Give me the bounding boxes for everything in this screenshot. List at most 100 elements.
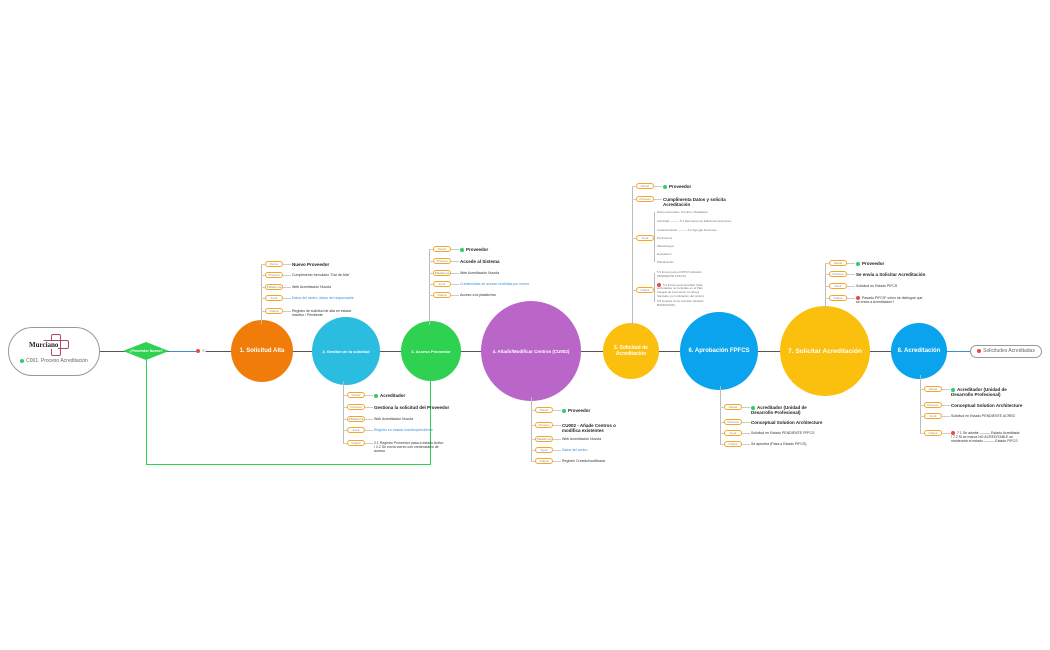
branch-tag-owner[interactable]: Owner xyxy=(829,260,847,266)
branch-tag-output[interactable]: Output xyxy=(347,440,365,446)
step-node[interactable]: 7. Solicitar Acreditación xyxy=(780,306,870,396)
branch-tag-input[interactable]: Input xyxy=(924,413,942,419)
value-connector xyxy=(847,298,855,299)
branch-tag-proceso[interactable]: Proceso xyxy=(433,258,451,264)
step-node[interactable]: 3. Acceso Proveedor xyxy=(401,321,461,381)
step-node[interactable]: 6. Aprobación FPFCS xyxy=(680,312,758,390)
branch-connector xyxy=(343,430,347,431)
branch-tag-input[interactable]: Input xyxy=(535,447,553,453)
branch-value: Accede al Sistema xyxy=(460,259,500,264)
input-sub-item: Metodología xyxy=(657,244,674,248)
branch-line xyxy=(531,397,532,461)
branch-tag-owner[interactable]: Owner xyxy=(724,404,742,410)
branch-tag-proceso[interactable]: Proceso xyxy=(636,196,654,202)
value-connector xyxy=(283,287,291,288)
branch-tag-proceso[interactable]: Proceso xyxy=(535,422,553,428)
branch-tag-output[interactable]: Output xyxy=(636,287,654,293)
branch-tag-plataforma[interactable]: Plataforma xyxy=(433,270,451,276)
branch-value: Conceptual Solution Architecture xyxy=(751,420,823,425)
value-connector xyxy=(365,407,373,408)
value-connector xyxy=(942,389,950,390)
branch-tag-input[interactable]: Input xyxy=(433,281,451,287)
check-circle-icon xyxy=(663,184,667,189)
branch-tag-input[interactable]: Input xyxy=(724,430,742,436)
branch-connector xyxy=(632,238,636,239)
value-connector xyxy=(942,433,950,434)
branch-connector xyxy=(531,425,535,426)
step-node[interactable]: 2. Gestión de la solicitud xyxy=(312,317,380,385)
branch-tag-plataforma[interactable]: Plataforma xyxy=(347,416,365,422)
value-connector xyxy=(365,443,373,444)
check-circle-icon xyxy=(20,358,25,363)
start-node[interactable]: Murciano C001. Proceso Acreditación xyxy=(8,327,100,376)
branch-value: 2.1 Registro Proveedor pasa a estado Act… xyxy=(374,441,444,453)
branch-value: Proveedor xyxy=(562,408,590,413)
value-connector xyxy=(654,186,662,187)
branch-value: Registro Creado/modificado xyxy=(562,459,606,463)
branch-tag-output[interactable]: Output xyxy=(433,292,451,298)
step-node[interactable]: 5. Solicitud de Acreditación xyxy=(603,323,659,379)
branch-tag-owner[interactable]: Owner xyxy=(535,407,553,413)
branch-tag-output[interactable]: Output xyxy=(724,441,742,447)
value-connector xyxy=(365,430,373,431)
branch-tag-owner[interactable]: Owner xyxy=(265,261,283,267)
branch-connector xyxy=(720,407,724,408)
step-node[interactable]: 8. Acreditación xyxy=(891,323,947,379)
branch-tag-proceso[interactable]: Proceso xyxy=(724,419,742,425)
branch-value: Solicitud en Estado PIFCS xyxy=(856,284,898,288)
branch-value: Acreditador xyxy=(374,393,405,398)
value-connector xyxy=(283,275,291,276)
branch-tag-input[interactable]: Input xyxy=(347,427,365,433)
branch-tag-input[interactable]: Input xyxy=(636,235,654,241)
branch-tag-proceso[interactable]: Proceso xyxy=(265,272,283,278)
error-circle-icon xyxy=(657,283,661,287)
sub-line xyxy=(654,212,655,262)
branch-tag-output[interactable]: Output xyxy=(829,295,847,301)
branch-value: Web Acreditación Nuvola xyxy=(374,417,414,421)
value-connector xyxy=(942,405,950,406)
input-sub-item: Evaluación xyxy=(657,252,672,256)
branch-value: Acreditador (Unidad de Desarrollo Profes… xyxy=(751,405,807,415)
value-connector xyxy=(742,407,750,408)
branch-tag-owner[interactable]: Owner xyxy=(433,246,451,252)
branch-tag-owner[interactable]: Owner xyxy=(636,183,654,189)
branch-connector xyxy=(632,199,636,200)
end-node[interactable]: Solicitudes Acreditadas xyxy=(970,345,1042,358)
branch-value: Solicitud en Estado PENDIENTE FPFCS xyxy=(751,431,815,435)
branch-tag-input[interactable]: Input xyxy=(829,283,847,289)
value-connector xyxy=(553,450,561,451)
branch-connector xyxy=(343,419,347,420)
branch-value: Proveedor xyxy=(460,247,488,252)
branch-tag-plataforma[interactable]: Plataforma xyxy=(265,284,283,290)
branch-tag-output[interactable]: Output xyxy=(265,308,283,314)
yes-label: Sí xyxy=(196,349,206,354)
branch-tag-output[interactable]: Output xyxy=(535,458,553,464)
step-node[interactable]: 1. Solicitud Alta xyxy=(231,320,293,382)
branch-tag-plataforma[interactable]: Plataforma xyxy=(535,436,553,442)
decision-node[interactable]: ¿Proveedor Nuevo? xyxy=(123,342,169,360)
value-connector xyxy=(742,444,750,445)
value-connector xyxy=(283,298,291,299)
branch-connector xyxy=(343,407,347,408)
branch-line xyxy=(632,186,633,327)
branch-connector xyxy=(720,444,724,445)
branch-connector xyxy=(343,443,347,444)
branch-connector xyxy=(261,311,265,312)
branch-connector xyxy=(429,249,433,250)
branch-tag-output[interactable]: Output xyxy=(924,430,942,436)
input-sub-item: Datos Generales: Nombre, Modalidad xyxy=(657,210,708,214)
branch-tag-proceso[interactable]: Proceso xyxy=(829,271,847,277)
branch-connector xyxy=(261,264,265,265)
branch-tag-proceso[interactable]: Proceso xyxy=(924,402,942,408)
branch-tag-owner[interactable]: Owner xyxy=(924,386,942,392)
branch-tag-proceso[interactable]: Proceso xyxy=(347,404,365,410)
branch-tag-input[interactable]: Input xyxy=(265,295,283,301)
branch-value: Pasado PIFCS* cómo se distingue que se e… xyxy=(856,296,923,305)
branch-connector xyxy=(531,461,535,462)
step-node[interactable]: 4. Añadir/Modificar Centros (CU002) xyxy=(481,301,581,401)
value-connector xyxy=(742,422,750,423)
branch-tag-owner[interactable]: Owner xyxy=(347,392,365,398)
output-sub-item: 5.3 Envía para el FPFCS (Estado PENDIENT… xyxy=(657,270,702,278)
branch-value: Web Acreditación Nuvola xyxy=(562,437,602,441)
branch-value: 7.1 Se admite ——— Estado Acreditada / 7.… xyxy=(951,431,1020,444)
